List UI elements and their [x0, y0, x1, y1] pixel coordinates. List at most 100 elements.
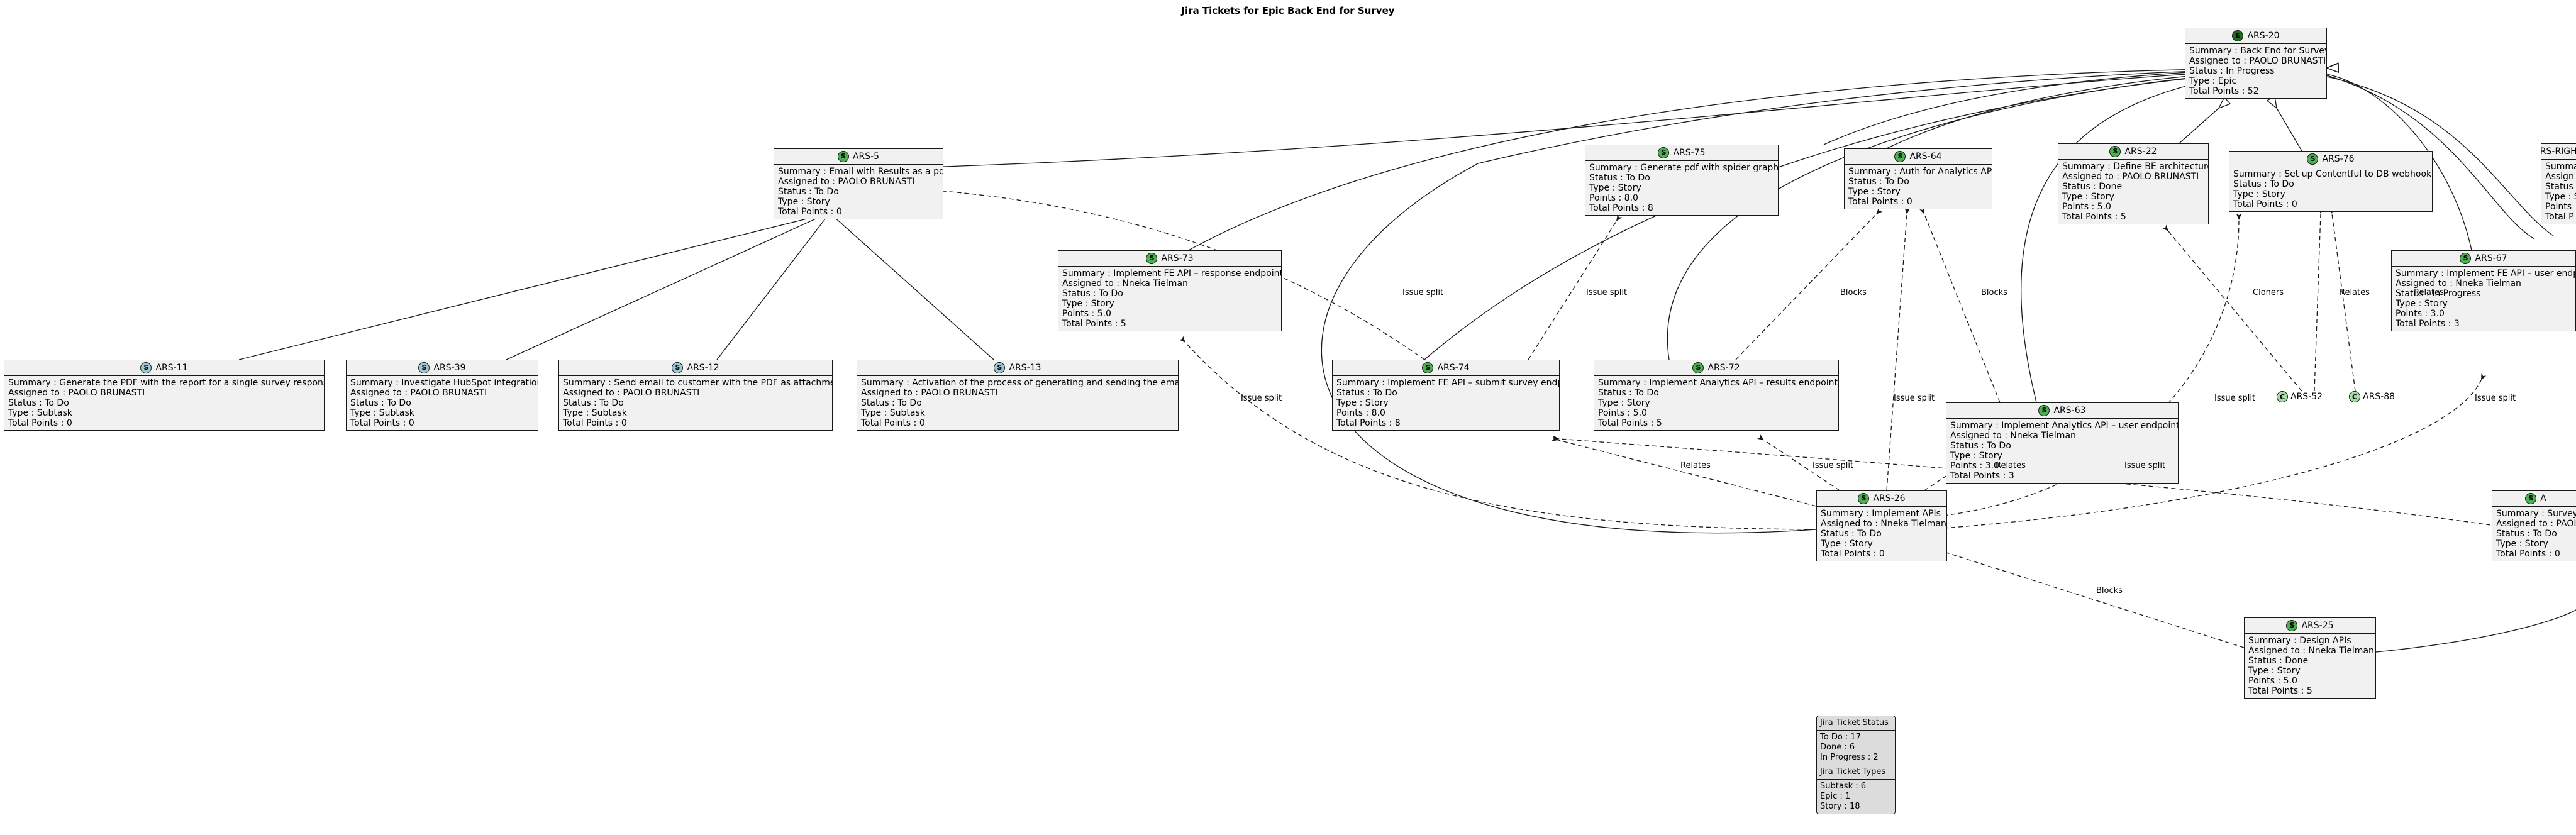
ticket-field: Total Points : 0: [563, 418, 627, 428]
edge-ars63-to-ars20: [2021, 68, 2327, 403]
ticket-field: Summary : Implement FE API – response en…: [1062, 268, 1282, 279]
ticket-field: Status : To Do: [1821, 529, 1882, 539]
cloner-badge-icon: C: [2277, 391, 2288, 402]
edge-ars25-to-ars26: [1937, 547, 2245, 648]
ticket-details: Summary : Set up Contentful to DB webhoo…: [2229, 167, 2432, 211]
legend-types-header: Jira Ticket Types: [1817, 765, 1895, 780]
ticket-id: ARS-12: [687, 363, 719, 373]
edge-ars52-to-ars76: [2314, 207, 2324, 392]
ticket-field: Status : To Do: [1062, 289, 1123, 299]
edge-ars11-to-ars5: [238, 216, 819, 360]
ticket-field: Total Points : 0: [778, 207, 842, 217]
ticket-field: Summary : Implement Analytics API – user…: [1950, 421, 2179, 431]
ticket-field: Total Points : 0: [350, 418, 414, 428]
ticket-field: Type : Story: [1848, 187, 1901, 197]
ticket-field: Type : Story: [1950, 451, 2002, 461]
ticket-field: Summary : Back End for Survey: [2189, 46, 2327, 56]
ticket-field: Assigned to : PAOLO BRUNASTI: [778, 177, 915, 187]
ticket-field: Total Points : 52: [2189, 86, 2259, 96]
ticket-field: Type : Epic: [2189, 76, 2237, 86]
ticket-field: Status : To Do: [2233, 179, 2294, 189]
edge-ars13-to-ars5: [833, 216, 994, 360]
ticket-field: Assigned to : Nneka Tielman: [1062, 279, 1188, 289]
ticket-id: A: [2540, 494, 2546, 504]
ticket-field: Type : Story: [1821, 539, 1873, 549]
ticket-field: Points : 3.0: [1950, 461, 1999, 471]
edge-ars12-to-ars5: [716, 216, 828, 360]
edge-label: Issue split: [1813, 461, 1854, 470]
ticket-field: Total Points : 5: [2062, 212, 2126, 222]
ticket-details: Summary : Generate pdf with spider graph…: [1585, 161, 1778, 215]
edge-ars74-to-ars75: [1528, 214, 1623, 360]
edge-ars74-to-ars5: [936, 187, 1425, 360]
edge-ars72-to-ars64: [1735, 207, 1883, 360]
ticket-field: Points : 8.0: [1336, 408, 1385, 418]
ticket-field: Type : Story: [2248, 666, 2301, 676]
ticket-field: Type : Story: [1062, 299, 1114, 309]
ticket-field: Summar: [2545, 162, 2576, 172]
ticket-id: ARS-11: [155, 363, 188, 373]
ticket-field: Assigned to : Nneka Tielman: [1821, 519, 1946, 529]
story-badge-icon: S: [2307, 153, 2319, 165]
ticket-id: ARS-5: [852, 152, 880, 162]
ticket-field: Total Points : 8: [1336, 418, 1401, 428]
edge-label: Issue split: [1402, 288, 1444, 297]
ticket-field: Type : Story: [2062, 192, 2114, 202]
ticket-field: Summary : Generate pdf with spider graph: [1589, 163, 1779, 173]
story-badge-icon: S: [2525, 493, 2537, 504]
ticket-field: Status : To Do: [2496, 529, 2557, 539]
ticket-field: Summary : Implement APIs: [1821, 509, 1941, 519]
story-badge-icon: S: [837, 151, 849, 162]
ticket-field: Type : Story: [1598, 398, 1650, 408]
ticket-field: Status : To Do: [1336, 388, 1397, 398]
story-badge-icon: S: [1858, 493, 1870, 504]
edge-label: Issue split: [1894, 394, 1935, 403]
ticket-field: Status : Done: [2062, 182, 2123, 192]
ticket-field: Status : Done: [2248, 656, 2309, 666]
legend-box: Jira Ticket Status To Do : 17 Done : 6 I…: [1816, 716, 1896, 814]
edge-ars26-to-ars74: [1551, 436, 1817, 507]
legend-type-subtask: Subtask : 6: [1820, 782, 1867, 791]
legend-status-done: Done : 6: [1820, 743, 1855, 752]
ticket-id: ARS-73: [1161, 253, 1194, 263]
edge-label: Relates: [1996, 461, 2026, 470]
ticket-field: Status : To Do: [8, 398, 69, 408]
ticket-field: Points : 5.0: [1062, 309, 1111, 319]
ticket-field: Total Points : 0: [2233, 199, 2297, 209]
ticket-id: ARS-76: [2322, 154, 2355, 164]
ticket-id: ARS-64: [1909, 152, 1942, 162]
edge-ars52-to-ars22: [2162, 224, 2302, 392]
ticket-field: Total Points : 5: [2248, 686, 2312, 696]
ticket-id: ARS-26: [1873, 494, 1906, 504]
legend-status-inprogress: In Progress : 2: [1820, 753, 1879, 762]
edge-label: Blocks: [2096, 586, 2123, 595]
ticket-field: Assigned to : PAOLO BRUNASTI: [563, 388, 700, 398]
legend-types-list: Subtask : 6 Epic : 1 Story : 18: [1817, 780, 1895, 814]
ticket-field: Total Points : 0: [861, 418, 925, 428]
legend-status-header: Jira Ticket Status: [1817, 716, 1895, 731]
edge-label: Issue split: [2475, 394, 2516, 403]
legend-status-list: To Do : 17 Done : 6 In Progress : 2: [1817, 731, 1895, 765]
ticket-id: ARS-67: [2475, 253, 2507, 263]
edge-ars26-to-ars64: [1886, 207, 1911, 491]
